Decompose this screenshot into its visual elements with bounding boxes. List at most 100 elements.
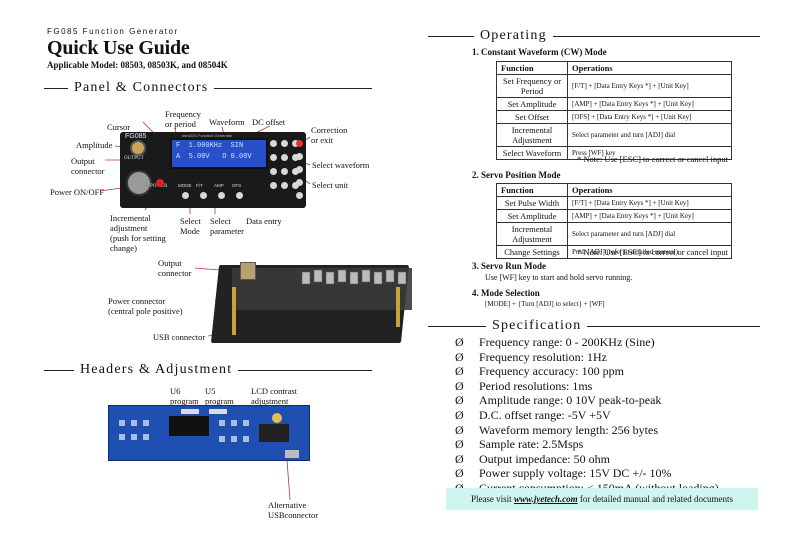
kit-bnc-icon xyxy=(240,262,256,280)
servo-run-title: 3. Servo Run Mode xyxy=(472,261,546,271)
keypad-key[interactable] xyxy=(292,140,299,147)
function-cell: Select Waveform xyxy=(496,146,568,160)
operating-section-heading: Operating xyxy=(428,28,760,44)
unit-key[interactable] xyxy=(296,192,303,199)
unit-key[interactable] xyxy=(296,153,303,160)
kit-standoff-icon xyxy=(232,287,236,335)
headers-section-heading: Headers & Adjustment xyxy=(44,362,372,378)
bullet-icon: Ø xyxy=(455,393,464,408)
callout-output-connector-2: Output connector xyxy=(158,258,192,278)
cw-mode-title: 1. Constant Waveform (CW) Mode xyxy=(472,47,607,57)
page-subtitle: Applicable Model: 08503, 08503K, and 085… xyxy=(47,60,228,70)
table-row: Set Offset[OFS] + [Data Entry Keys *] + … xyxy=(496,110,732,124)
keypad-key[interactable] xyxy=(281,182,288,189)
bullet-icon: Ø xyxy=(455,407,464,422)
keypad-key[interactable] xyxy=(270,140,277,147)
callout-select-unit: Select unit xyxy=(312,180,349,190)
function-cell: Set Amplitude xyxy=(496,97,568,111)
footer-suffix: for detailed manual and related document… xyxy=(577,494,734,504)
callout-select-parameter: Select parameter xyxy=(210,216,244,236)
power-button[interactable] xyxy=(156,179,164,187)
operations-cell: Press [WF] key xyxy=(567,146,732,160)
keypad-key[interactable] xyxy=(292,154,299,161)
bullet-icon: Ø xyxy=(455,481,479,496)
keypad-key[interactable] xyxy=(281,168,288,175)
bullet-icon: Ø xyxy=(455,451,464,466)
spec-text: Power supply voltage: 15V DC +/- 10% xyxy=(479,466,672,481)
spec-item: Ø D.C. offset range: -5V +5V xyxy=(455,408,765,423)
spec-item: Ø Power supply voltage: 15V DC +/- 10% xyxy=(455,466,765,481)
device-key-ofs[interactable] xyxy=(236,192,243,199)
callout-lcd-contrast: LCD contrast adjustment xyxy=(251,386,298,406)
callout-amplitude: Amplitude xyxy=(76,140,113,150)
operating-heading-text: Operating xyxy=(480,28,547,43)
keypad-key[interactable] xyxy=(281,140,288,147)
bullet-icon: Ø xyxy=(455,422,464,437)
bullet-icon: Ø xyxy=(455,349,464,364)
device-key-ft[interactable] xyxy=(200,192,207,199)
device-key-label: OFS xyxy=(232,183,242,188)
device-key-amp[interactable] xyxy=(218,192,225,199)
pcb-board xyxy=(108,405,310,461)
cw-note: * Note: Use [ESC] to correct or cancel i… xyxy=(576,154,728,164)
callout-u6: U6 program xyxy=(170,386,199,406)
keypad-key[interactable] xyxy=(270,168,277,175)
page-title: Quick Use Guide xyxy=(47,37,190,59)
unit-key[interactable] xyxy=(296,166,303,173)
panel-section-heading: Panel & Connectors xyxy=(44,80,372,96)
footer-prefix: Please visit xyxy=(470,494,514,504)
callout-power: Power ON/OFF xyxy=(50,187,105,197)
panel-heading-text: Panel & Connectors xyxy=(74,80,209,95)
table-row: Set Amplitude[AMP] + [Data Entry Keys *]… xyxy=(496,209,732,223)
adjust-knob-icon[interactable] xyxy=(126,170,152,196)
pcb-components-icon xyxy=(119,409,299,458)
spec-text: Waveform memory length: 256 bytes xyxy=(479,422,658,437)
sp-col-operations: Operations xyxy=(567,183,732,197)
keypad-key[interactable] xyxy=(270,154,277,161)
keypad-key[interactable] xyxy=(270,182,277,189)
keypad-key[interactable] xyxy=(281,154,288,161)
spec-text: D.C. offset range: -5V +5V xyxy=(479,407,611,422)
spec-section-heading: Specification xyxy=(428,318,760,334)
mode-selection-title: 4. Mode Selection xyxy=(472,288,540,298)
operations-cell: [F/T] + [Data Entry Keys *] + [Unit Key] xyxy=(567,74,732,98)
callout-dc-offset: DC offset xyxy=(252,117,286,127)
callout-data-entry: Data entry xyxy=(246,216,282,226)
spec-text: Frequency range: 0 - 200KHz (Sine) xyxy=(479,335,655,349)
lcd-line-1: F 1.000KHz SIN xyxy=(176,142,244,150)
spec-text: Output impedance: 50 ohm xyxy=(479,451,610,466)
function-cell: Incremental Adjustment xyxy=(496,222,568,246)
servo-run-text: Use [WF] key to start and hold servo run… xyxy=(485,273,633,282)
callout-output-connector: Output connector xyxy=(71,156,105,176)
keypad-key[interactable] xyxy=(292,182,299,189)
sp-col-function: Function xyxy=(496,183,568,197)
lcd-display: F 1.000KHz SIN A 5.00V O 0.00V xyxy=(170,138,268,169)
servo-position-table: Function Operations Set Pulse Width[F/T]… xyxy=(496,183,732,259)
device-key-mode[interactable] xyxy=(182,192,189,199)
callout-u5: U5 program xyxy=(205,386,234,406)
callout-power-connector: Power connector (central pole positive) xyxy=(108,296,183,316)
device-brand: FG085 xyxy=(125,133,147,140)
spec-item: Ø Output impedance: 50 ohm xyxy=(455,452,765,467)
cw-col-function: Function xyxy=(496,61,568,75)
operations-cell: Push [ADJ] (refer to detailed manual) xyxy=(567,245,732,259)
model-line: FG085 Function Generator xyxy=(47,27,179,36)
lcd-line-2: A 5.00V O 0.00V xyxy=(176,153,252,161)
keypad-key[interactable] xyxy=(292,168,299,175)
headers-heading-text: Headers & Adjustment xyxy=(80,362,233,377)
output-bnc-connector-icon xyxy=(130,140,146,156)
bullet-icon: Ø xyxy=(455,466,464,481)
footer-banner: Please visit www.jyetech.com for detaile… xyxy=(446,488,758,510)
spec-text: Frequency accuracy: 100 ppm xyxy=(479,364,624,379)
website-link[interactable]: www.jyetech.com xyxy=(513,494,578,504)
esc-key[interactable] xyxy=(296,140,303,147)
bullet-icon: Ø xyxy=(455,378,464,393)
unit-key[interactable] xyxy=(296,179,303,186)
